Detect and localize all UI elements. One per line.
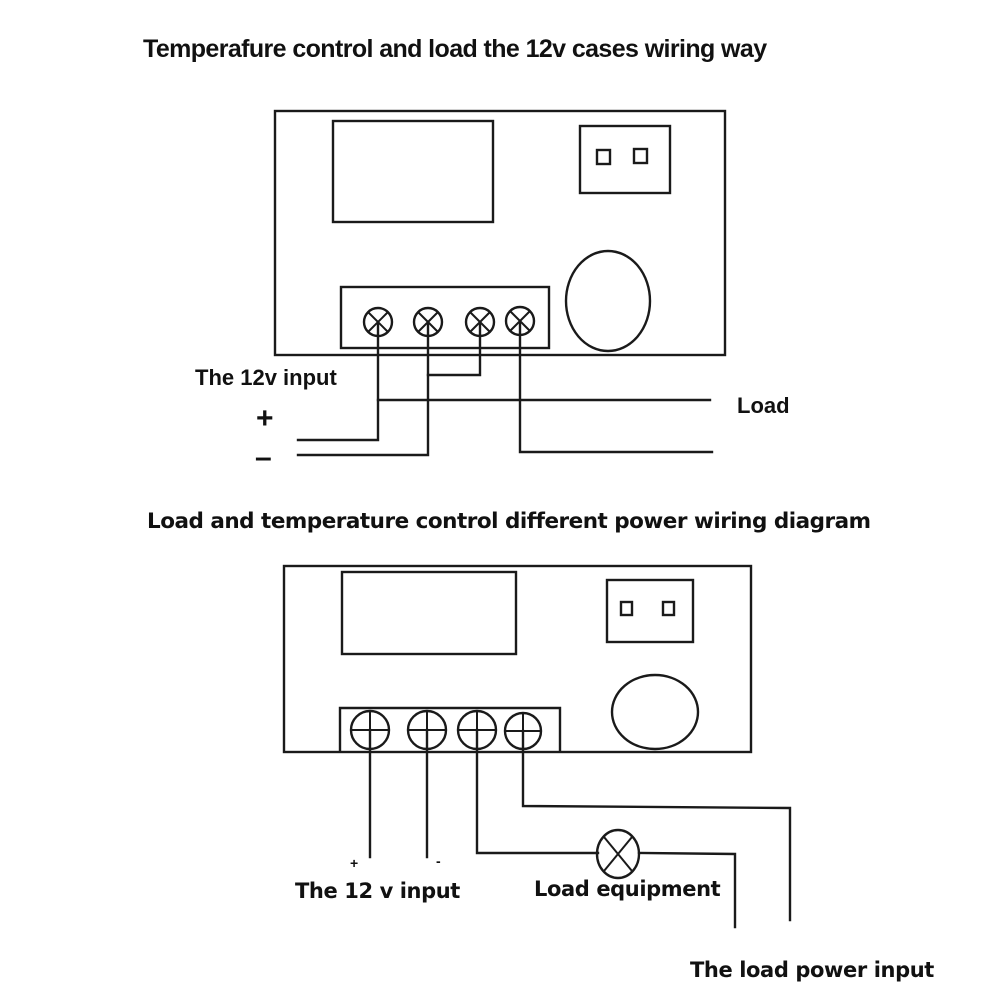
wires-diagram2 [368, 728, 792, 929]
wire-negative-input [296, 320, 430, 457]
wire-load-power [521, 729, 792, 922]
button-panel [605, 578, 695, 644]
wires-diagram1 [296, 319, 714, 457]
plus-sign: + [350, 855, 358, 871]
board-outline [282, 564, 753, 754]
minus-sign: - [436, 853, 441, 869]
load-equipment-label: Load equipment [534, 877, 721, 901]
board-outline [273, 109, 727, 357]
button-panel [578, 124, 672, 195]
minus-sign: – [255, 441, 272, 474]
display-window [340, 570, 518, 656]
wire-bridge-t2-t3 [426, 320, 482, 377]
wire-load-bottom [518, 319, 714, 454]
sensor-knob [610, 673, 700, 751]
button-panel-outline [578, 124, 672, 195]
diagram-12v-shared-supply: Temperafure control and load the 12v cas… [143, 35, 790, 474]
load-label: Load [737, 393, 790, 418]
button-left-icon [595, 148, 612, 166]
button-right-icon [661, 600, 676, 617]
plus-sign: + [256, 402, 274, 435]
diagram-separate-power: Load and temperature control different p… [147, 509, 935, 982]
wire-to-load [475, 728, 600, 855]
button-right-icon [632, 147, 649, 165]
wire-load-return [637, 851, 737, 929]
button-panel-outline [605, 578, 695, 644]
button-left-icon [619, 600, 634, 617]
sensor-knob [564, 249, 652, 353]
terminal-block [338, 706, 562, 753]
lamp-icon [595, 828, 641, 880]
wire-positive-input [296, 320, 380, 442]
display-window [331, 119, 495, 224]
diagram2-title: Load and temperature control different p… [147, 509, 871, 534]
input-label-12v: The 12 v input [295, 879, 460, 903]
load-power-input-label: The load power input [690, 958, 934, 982]
controller-board-1 [273, 109, 727, 357]
controller-board-2 [282, 564, 753, 754]
diagram1-title: Temperafure control and load the 12v cas… [143, 35, 767, 63]
input-label-12v: The 12v input [195, 365, 337, 390]
terminal-block [339, 285, 551, 350]
